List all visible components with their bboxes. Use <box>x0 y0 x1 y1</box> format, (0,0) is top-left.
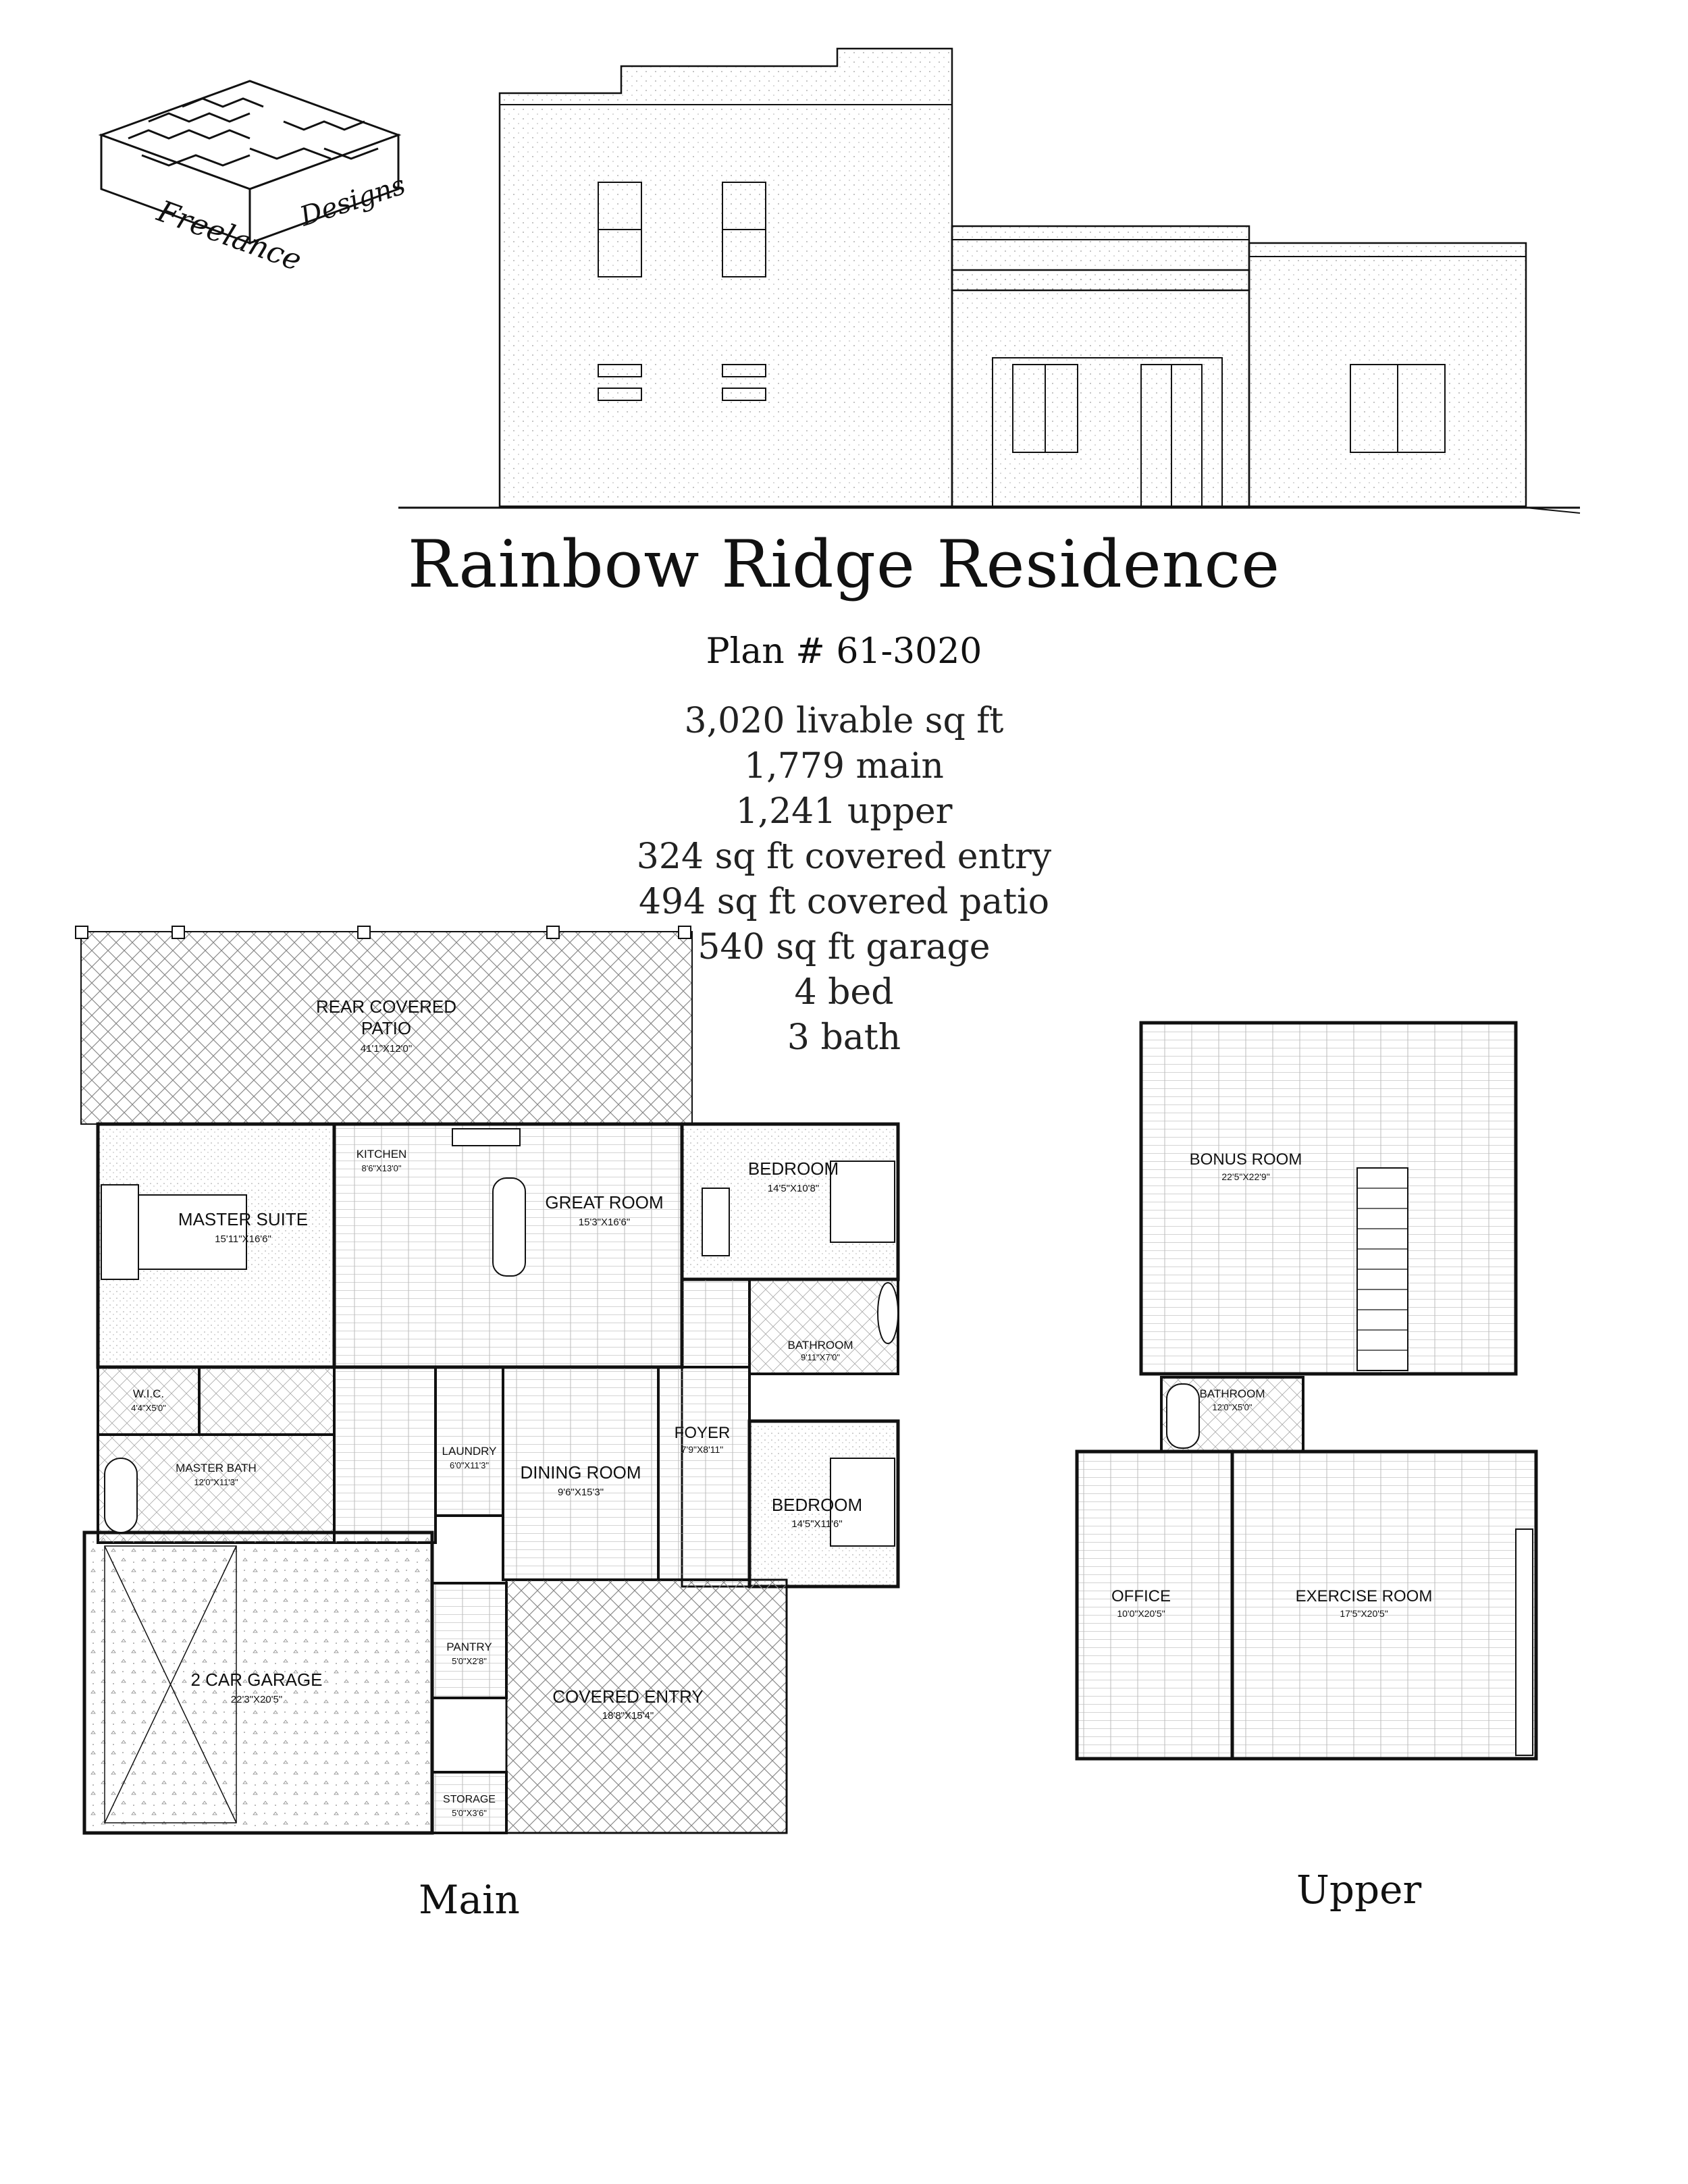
laundry-name: LAUNDRY <box>442 1445 497 1458</box>
pantry-name: PANTRY <box>446 1641 492 1653</box>
great-room-dims: 15'3"X16'6" <box>579 1217 630 1228</box>
stat-livable: 3,020 livable sq ft <box>684 701 1004 741</box>
rear-patio-dims: 41'1"X12'0" <box>361 1043 412 1055</box>
logo-graphic: Freelance Designs <box>98 80 409 278</box>
covered-entry-dims: 18'8"X15'4" <box>602 1710 654 1722</box>
front-elevation <box>398 41 1581 527</box>
laundry-dims: 6'0"X11'3" <box>450 1460 489 1470</box>
rear-patio-name-1: REAR COVERED <box>316 996 456 1017</box>
bedroom-2-dims: 14'5"X11'6" <box>791 1518 842 1530</box>
bonus-room-dims: 22'5"X22'9" <box>1221 1171 1269 1182</box>
wic-dims: 4'4"X5'0" <box>131 1403 166 1413</box>
upper-floor-plan: BONUS ROOM 22'5"X22'9" BATHROOM 12'0"X5'… <box>1067 1016 1553 1776</box>
bonus-room-name: BONUS ROOM <box>1190 1150 1302 1169</box>
project-title: Rainbow Ridge Residence <box>407 527 1281 602</box>
storage-dims: 5'0"X3'6" <box>452 1808 487 1818</box>
garage-dims: 22'3"X20'5" <box>231 1694 282 1705</box>
stat-bedrooms: 4 bed <box>794 972 894 1013</box>
stat-bathrooms: 3 bath <box>787 1017 901 1058</box>
stat-upper: 1,241 upper <box>735 791 953 832</box>
dining-room-name: DINING ROOM <box>520 1462 641 1483</box>
upper-bathroom-dims: 12'0"X5'0" <box>1212 1402 1252 1412</box>
storage-name: STORAGE <box>443 1794 496 1805</box>
exercise-room-name: EXERCISE ROOM <box>1296 1587 1433 1605</box>
pantry-dims: 5'0"X2'8" <box>452 1656 487 1666</box>
stat-main: 1,779 main <box>744 746 944 787</box>
stat-garage: 540 sq ft garage <box>697 927 991 967</box>
wic-name: W.I.C. <box>133 1387 164 1400</box>
dining-room-dims: 9'6"X15'3" <box>558 1487 604 1498</box>
kitchen-name: KITCHEN <box>357 1148 407 1161</box>
great-room-name: GREAT ROOM <box>545 1192 663 1213</box>
main-floor-label: Main <box>419 1877 520 1923</box>
rear-patio-name-2: PATIO <box>361 1018 411 1038</box>
master-bath-name: MASTER BATH <box>176 1462 257 1474</box>
bathroom-dims: 9'11"X7'0" <box>801 1352 840 1362</box>
stat-covered-entry: 324 sq ft covered entry <box>636 836 1052 877</box>
master-suite-name: MASTER SUITE <box>178 1209 308 1229</box>
main-floor-drawing: REAR COVERED PATIO 41'1"X12'0" MASTER SU… <box>75 926 900 1835</box>
master-bath-dims: 12'0"X11'3" <box>194 1477 238 1487</box>
kitchen-dims: 8'6"X13'0" <box>361 1163 401 1173</box>
garage-name: 2 CAR GARAGE <box>190 1670 322 1690</box>
bedroom-1-name: BEDROOM <box>748 1158 839 1179</box>
main-floor-plan: REAR COVERED PATIO 41'1"X12'0" MASTER SU… <box>68 918 900 1870</box>
upper-floor-drawing: BONUS ROOM 22'5"X22'9" BATHROOM 12'0"X5'… <box>1075 1021 1538 1761</box>
bathroom-name: BATHROOM <box>788 1339 853 1352</box>
upper-bathroom-name: BATHROOM <box>1200 1387 1265 1400</box>
office-name: OFFICE <box>1111 1587 1171 1605</box>
upper-floor-label: Upper <box>1296 1867 1422 1913</box>
freelance-designs-logo: Freelance Designs <box>81 74 409 317</box>
bedroom-1-dims: 14'5"X10'8" <box>768 1183 819 1194</box>
plan-stats: 3,020 livable sq ft 1,779 main 1,241 upp… <box>0 699 1688 1061</box>
foyer-dims: 7'9"X8'11" <box>681 1444 724 1455</box>
master-suite-dims: 15'11"X16'6" <box>215 1233 271 1245</box>
foyer-name: FOYER <box>675 1424 731 1442</box>
plan-number: Plan # 61-3020 <box>706 631 982 672</box>
elevation-drawing <box>398 47 1581 514</box>
covered-entry-name: COVERED ENTRY <box>552 1686 703 1707</box>
office-dims: 10'0"X20'5" <box>1117 1608 1165 1619</box>
bedroom-2-name: BEDROOM <box>772 1495 862 1515</box>
stat-covered-patio: 494 sq ft covered patio <box>638 882 1050 922</box>
exercise-room-dims: 17'5"X20'5" <box>1340 1608 1388 1619</box>
